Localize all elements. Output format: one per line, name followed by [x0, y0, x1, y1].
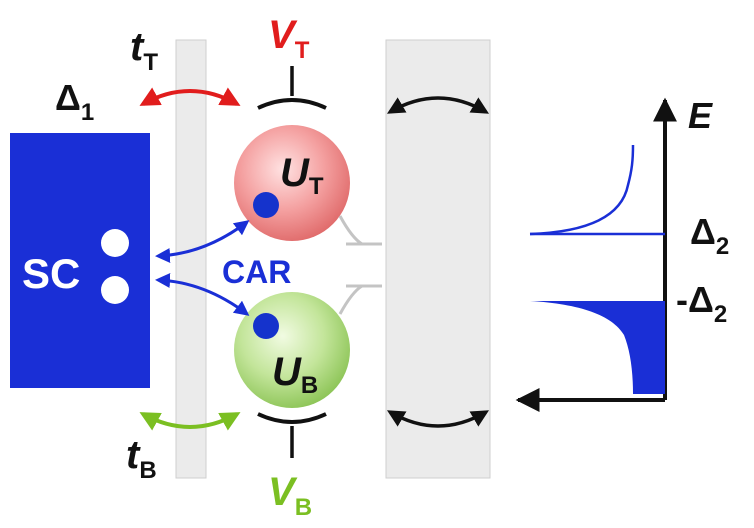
tT-subscript: T: [143, 49, 158, 76]
gate-top-electrode: [257, 98, 327, 110]
energy-axis-label: E: [688, 95, 713, 136]
tT-label: tT: [130, 25, 158, 76]
neg-delta2-symbol: Δ: [688, 279, 714, 320]
tB-symbol: t: [126, 433, 141, 477]
tunnel-barrier-left: [175, 39, 207, 479]
dos-lower-branch-filled: [530, 301, 665, 394]
gate-bottom-electrode: [257, 412, 327, 424]
UT-subscript: T: [309, 173, 324, 200]
tunneling-arrow-top: [139, 87, 241, 106]
lead-arrow-bottom: [386, 410, 490, 428]
delta1-subscript: 1: [81, 99, 94, 126]
tT-symbol: t: [130, 25, 145, 69]
car-arrow-top: [155, 220, 250, 263]
VB-symbol: V: [268, 470, 298, 514]
VB-label: VB: [268, 470, 312, 521]
UB-symbol: U: [272, 350, 302, 394]
VT-label: VT: [268, 13, 310, 64]
UB-subscript: B: [301, 372, 318, 399]
tB-label: tB: [126, 433, 157, 484]
neg-delta2-subscript: 2: [714, 301, 727, 328]
neg-delta2-label: -Δ2: [676, 279, 727, 328]
electron-bottom: [253, 313, 279, 339]
tunneling-arrow-bottom: [139, 412, 241, 431]
UT-label: UT: [280, 151, 324, 200]
UB-label: UB: [272, 350, 318, 399]
neg-delta2-prefix: -: [676, 279, 688, 320]
cooper-pair-electron-bottom: [101, 276, 129, 304]
lead-arrow-top: [386, 96, 490, 114]
electron-top: [253, 192, 279, 218]
VB-subscript: B: [295, 494, 312, 521]
VT-subscript: T: [295, 37, 310, 64]
delta2-label: Δ2: [690, 211, 729, 260]
superconductor-block: [10, 133, 150, 388]
car-label: CAR: [222, 254, 291, 290]
delta2-subscript: 2: [716, 233, 729, 260]
tB-subscript: B: [139, 457, 156, 484]
dos-upper-branch: [529, 144, 635, 236]
delta1-symbol: Δ: [55, 77, 81, 118]
capacitor-symbol: [338, 215, 382, 315]
delta1-label: Δ1: [55, 77, 94, 126]
UT-symbol: U: [280, 151, 310, 195]
cooper-pair-electron-top: [101, 229, 129, 257]
car-arrow-bottom: [155, 273, 250, 316]
delta2-symbol: Δ: [690, 211, 716, 252]
VT-symbol: V: [268, 13, 298, 57]
sc-label: SC: [22, 250, 80, 297]
